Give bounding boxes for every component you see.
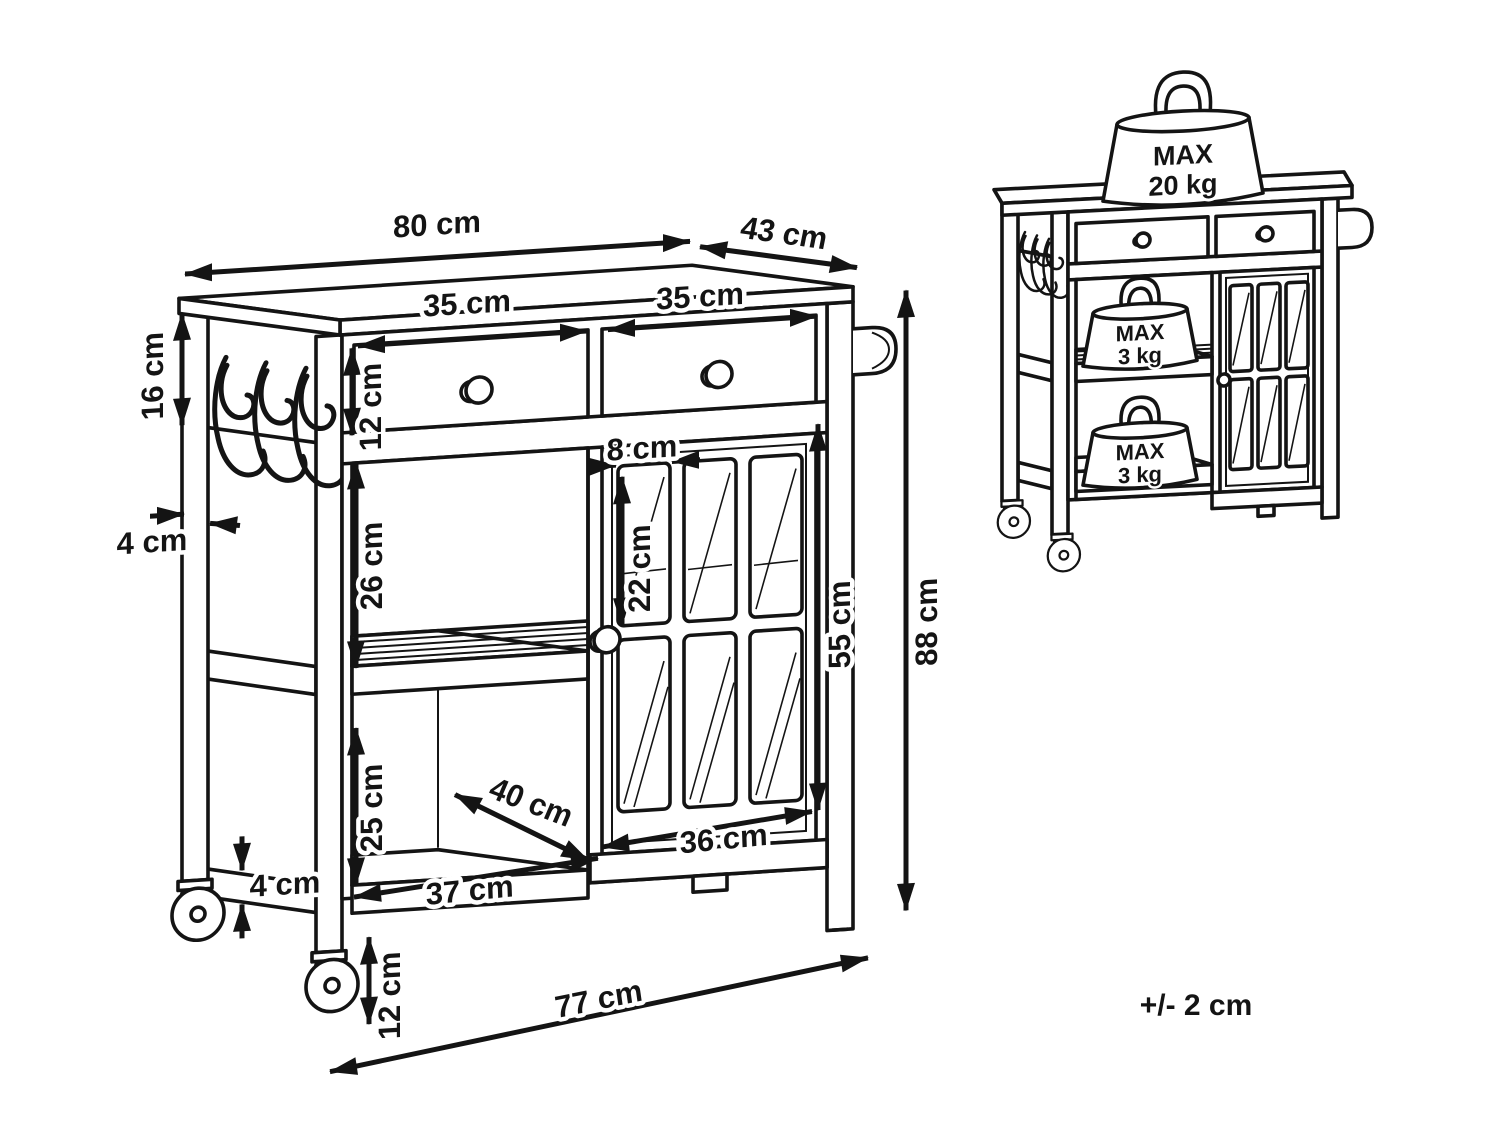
drawer-knob-icon <box>459 359 734 405</box>
small-front-right-leg <box>1320 196 1340 520</box>
small-glass-door <box>1216 265 1316 494</box>
tolerance-note: +/- 2 cm <box>1140 989 1253 1022</box>
load-bottom-line1: MAX <box>1116 438 1165 465</box>
load-bottom-line2: 3 kg <box>1118 461 1162 488</box>
dim-leg-thickness: 4 cm <box>117 522 188 562</box>
load-top-line2: 20 kg <box>1148 168 1217 201</box>
middle-shelf-left-end <box>194 647 318 697</box>
dim-drawer-width-left: 35 cm <box>423 283 511 324</box>
dim-ground-clearance: 12 cm <box>372 951 407 1041</box>
dim-bottom-shelf-thickness: 4 cm <box>250 864 321 904</box>
dimension-arrows <box>150 234 915 1075</box>
slatted-shelf <box>350 619 590 697</box>
dim-lower-compartment: 25 cm <box>354 763 389 853</box>
dim-total-height: 88 cm <box>909 577 944 667</box>
dim-pane-width: 8 cm <box>607 428 678 468</box>
dim-upper-compartment: 26 cm <box>354 521 389 611</box>
center-foot <box>691 872 729 894</box>
small-back-left-leg <box>1000 198 1020 504</box>
weight-3kg-bottom-icon: MAX 3 kg <box>1081 395 1199 491</box>
load-middle-line2: 3 kg <box>1118 342 1162 369</box>
door-knob-icon <box>588 624 622 655</box>
weight-3kg-middle-icon: MAX 3 kg <box>1081 276 1199 372</box>
dim-door-height: 55 cm <box>822 580 857 670</box>
towel-rail-small-icon <box>1338 207 1374 251</box>
towel-rail-icon <box>853 325 898 377</box>
dimension-view: 80 cm 43 cm 35 cm 35 cm 16 cm 12 cm 4 cm… <box>112 199 948 1075</box>
dim-drawer-height: 12 cm <box>353 362 388 452</box>
dim-drawer-width-right: 35 cm <box>656 276 744 317</box>
dim-depth-top: 43 cm <box>738 210 831 257</box>
load-top-line1: MAX <box>1153 139 1213 172</box>
load-capacity-view: MAX 20 kg MAX 3 kg MAX 3 kg <box>992 70 1374 574</box>
dim-width-top: 80 cm <box>393 204 481 245</box>
dim-pane-height: 22 cm <box>622 524 657 614</box>
load-middle-line1: MAX <box>1116 319 1165 346</box>
weight-20kg-icon: MAX 20 kg <box>1101 70 1265 207</box>
back-left-leg <box>180 309 210 884</box>
small-front-left-leg <box>1050 210 1070 537</box>
dim-side-apron-height: 16 cm <box>135 331 170 421</box>
